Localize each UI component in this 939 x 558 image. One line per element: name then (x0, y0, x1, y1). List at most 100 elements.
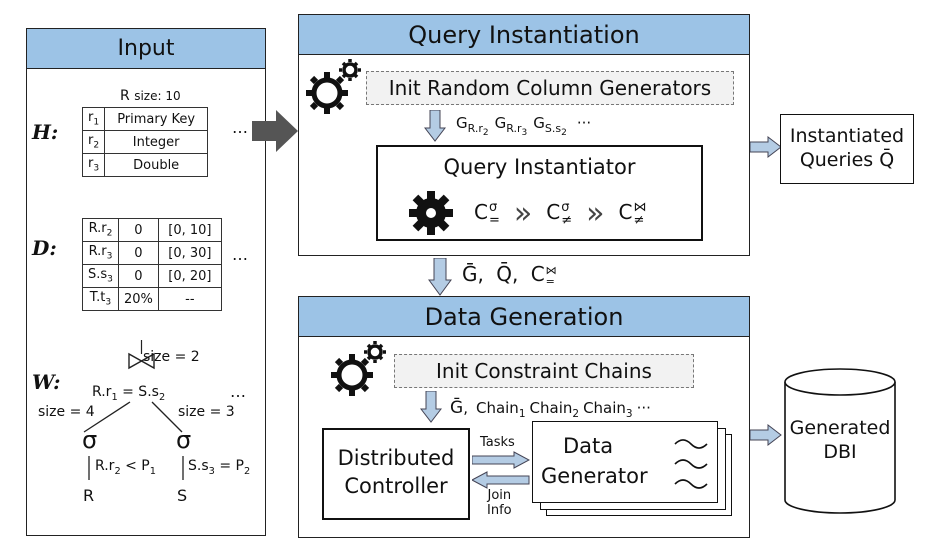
generator-list: GR.r2GR.r3GS.s2 ··· (456, 114, 591, 138)
dist-range: [0, 30] (157, 241, 222, 265)
chevron-icon: » (586, 196, 605, 231)
tasks-label: Tasks (480, 435, 515, 450)
join-symbol (128, 352, 155, 370)
right-sigma: σ (176, 426, 192, 454)
left-size-label: size = 4 (38, 404, 95, 420)
init-random-column-generators: Init Random Column Generators (366, 71, 734, 105)
query-instantiator-title: Query Instantiator (443, 155, 636, 179)
data-generator-card: Data Generator (532, 421, 718, 503)
instantiated-queries-line2: Queries Q̄ (799, 149, 895, 171)
h-ellipsis: … (232, 118, 248, 137)
generator-item: GS.s2 (533, 114, 567, 139)
join-info-arrow (472, 471, 530, 489)
right-leaf: S (177, 486, 188, 505)
dist-range: -- (157, 287, 222, 311)
instantiated-queries-line1: Instantiated (789, 125, 905, 147)
query-instantiation-header: Query Instantiation (299, 15, 749, 55)
input-to-instantiation-arrow (252, 110, 298, 152)
dist-range: [0, 20] (157, 264, 222, 288)
chain-ellipsis: ··· (636, 399, 651, 417)
join-condition: R.r1 = S.s2 (92, 384, 166, 403)
down-arrow-generators (424, 110, 446, 142)
dist-column: T.t3 (82, 287, 119, 311)
to-instantiated-queries-arrow (750, 136, 782, 158)
constraint-symbol: C⋈≠ (618, 199, 647, 228)
wave-icons (674, 439, 708, 489)
tasks-arrow (472, 451, 530, 469)
dist-nulls: 0 (117, 264, 159, 288)
middle-outputs: Ḡ, Q̄, C⋈= (462, 262, 557, 288)
h-label: H: (32, 120, 59, 144)
generator-item: GR.r2 (456, 114, 489, 139)
init-constraint-chains: Init Constraint Chains (394, 354, 694, 388)
dist-column: R.r2 (82, 218, 119, 242)
left-leaf: R (83, 486, 95, 505)
input-panel-header: Input (27, 29, 265, 69)
data-generation-header: Data Generation (299, 297, 749, 337)
gears-icon (306, 59, 361, 114)
dist-nulls: 20% (117, 287, 159, 311)
gears-icon-2 (331, 341, 386, 396)
g-bar-2: Ḡ (450, 398, 464, 418)
controller-line1: Distributed (337, 446, 455, 470)
right-predicate: S.s3 = P2 (188, 458, 251, 477)
d-label: D: (32, 236, 57, 260)
distributed-controller-box: Distributed Controller (322, 428, 470, 520)
generator-line2: Generator (541, 464, 648, 488)
generated-db-label: Generated DBI (789, 417, 891, 463)
to-generated-db-arrow (750, 424, 782, 446)
dist-nulls: 0 (117, 218, 159, 242)
generator-ellipsis: ··· (576, 114, 592, 132)
dist-column: S.s3 (82, 264, 119, 288)
column-name: r3 (81, 153, 106, 177)
column-type: Primary Key (104, 107, 209, 131)
instantiated-queries-box: Instantiated Queries Q̄ (780, 114, 914, 184)
column-name: r2 (81, 130, 106, 154)
generator-line1: Data (563, 434, 614, 458)
left-sigma: σ (82, 426, 98, 454)
generator-item: GR.r3 (494, 114, 528, 139)
dist-range: [0, 10] (157, 218, 222, 242)
instantiation-to-generation-arrow (428, 258, 452, 296)
q-bar: Q̄ (496, 262, 512, 286)
database-icon (784, 368, 896, 514)
chain-item: Chain1 (475, 399, 526, 420)
join-size-label: size = 2 (143, 349, 200, 365)
right-size-label: size = 3 (178, 404, 235, 420)
column-type: Double (104, 153, 209, 177)
dist-nulls: 0 (117, 241, 159, 265)
dist-column: R.r3 (82, 241, 119, 265)
left-predicate: R.r2 < P1 (95, 458, 156, 477)
w-label: W: (32, 370, 61, 394)
data-generation-title: Data Generation (424, 303, 624, 331)
controller-line2: Controller (344, 474, 448, 498)
join-info-label: Join Info (487, 488, 512, 518)
chain-item: Chain2 (529, 399, 580, 420)
workload-tree (83, 340, 184, 480)
input-title: Input (117, 36, 175, 61)
tree-ellipsis: … (230, 382, 246, 401)
r-size-label: R size: 10 (120, 88, 181, 104)
chevron-icon: » (513, 196, 533, 231)
down-arrow-chains (420, 391, 442, 423)
c-join-eq: C⋈= (530, 262, 557, 288)
query-instantiation-title: Query Instantiation (408, 21, 640, 49)
filled-gear-icon (409, 191, 453, 235)
d-ellipsis: … (232, 245, 248, 264)
column-name: r1 (81, 107, 106, 131)
g-bar: Ḡ (462, 262, 478, 286)
chain-item: Chain3 (583, 399, 633, 420)
